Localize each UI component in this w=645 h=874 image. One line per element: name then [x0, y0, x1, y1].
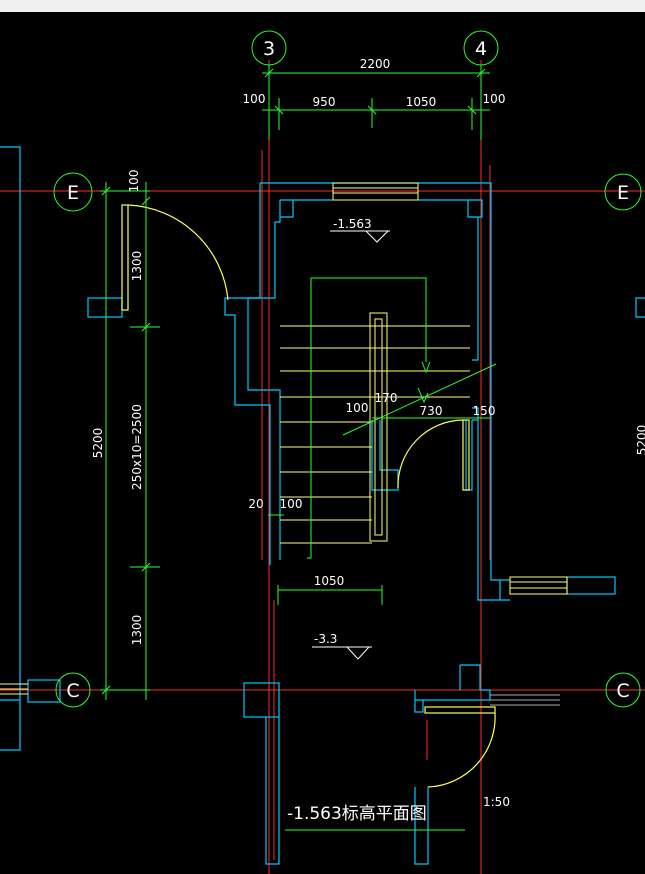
- elevation-marker-lower: [312, 646, 372, 660]
- dim-stair-100-b: 100: [280, 497, 303, 511]
- door-middle: [397, 419, 470, 491]
- dim-left-1300-top: 1300: [130, 251, 144, 282]
- dimension-lines: [100, 65, 490, 831]
- axis-label-c-left: C: [66, 680, 79, 702]
- wall-outlines: [0, 146, 645, 865]
- axis-label-e-right: E: [617, 182, 629, 204]
- door-bottom: [424, 706, 496, 788]
- axis-bubble-3: 3: [251, 30, 287, 66]
- drawing-scale: 1:50: [483, 795, 510, 809]
- dim-stair-170: 170: [375, 391, 398, 405]
- window-top-bar: [0, 0, 645, 12]
- dim-stair-150: 150: [473, 404, 496, 418]
- dim-right-offset: 100: [483, 92, 506, 106]
- dim-left-offset: 100: [243, 92, 266, 106]
- dim-stair-1050: 1050: [314, 574, 345, 588]
- dim-stair-730: 730: [420, 404, 443, 418]
- stair-walk-line: [307, 277, 497, 559]
- elevation-marker-upper: [330, 230, 390, 243]
- window-left-bottom: [0, 683, 28, 695]
- dim-stair-100: 100: [346, 401, 369, 415]
- axis-bubble-c-left: C: [55, 672, 91, 708]
- axis-bubble-e-right: E: [604, 173, 642, 211]
- elevation-lower: -3.3: [314, 632, 337, 646]
- drawing-title: -1.563标高平面图: [287, 804, 427, 824]
- dim-left-total: 5200: [91, 428, 105, 459]
- dim-stair-20: 20: [248, 497, 263, 511]
- stair-handrail: [369, 312, 388, 542]
- dim-seg-1050-top: 1050: [406, 95, 437, 109]
- window-top: [332, 182, 419, 201]
- door-left: [121, 204, 229, 311]
- window-right: [509, 576, 568, 595]
- dim-left-1300-bottom: 1300: [130, 615, 144, 646]
- dim-overall-width: 2200: [360, 57, 391, 71]
- elevation-upper: -1.563: [333, 217, 372, 231]
- window-right-bottom: [490, 694, 560, 706]
- dim-seg-950: 950: [313, 95, 336, 109]
- dim-partial-right: 5200: [635, 425, 645, 456]
- axis-bubble-4: 4: [463, 30, 499, 66]
- axis-bubble-e-left: E: [53, 172, 93, 212]
- dim-left-top-100: 100: [127, 170, 141, 193]
- axis-label-4: 4: [475, 38, 487, 60]
- axis-bubble-c-right: C: [605, 672, 641, 708]
- axis-lines: [0, 60, 645, 874]
- dim-left-flight: 250x10=2500: [130, 404, 144, 490]
- axis-label-3: 3: [263, 38, 275, 60]
- axis-label-e-left: E: [67, 182, 79, 204]
- axis-label-c-right: C: [616, 680, 629, 702]
